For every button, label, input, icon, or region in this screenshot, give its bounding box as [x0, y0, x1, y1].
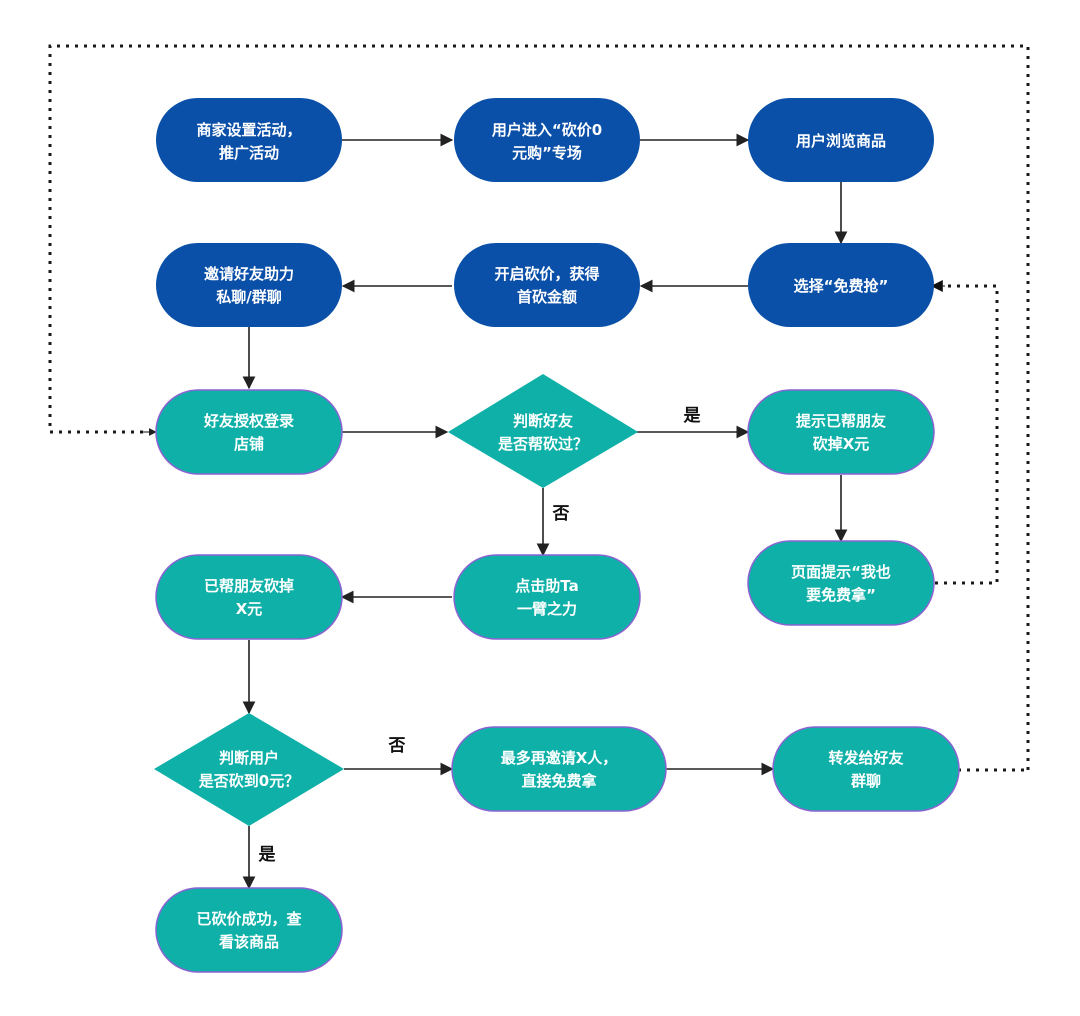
svg-text:已帮朋友砍掉: 已帮朋友砍掉 — [204, 577, 294, 595]
svg-text:最多再邀请X人，: 最多再邀请X人， — [501, 749, 618, 767]
svg-text:群聊: 群聊 — [851, 772, 881, 790]
svg-text:开启砍价，获得: 开启砍价，获得 — [494, 265, 599, 283]
svg-text:推广活动: 推广活动 — [219, 144, 279, 162]
svg-text:点击助Ta: 点击助Ta — [515, 577, 578, 595]
svg-text:判断用户: 判断用户 — [219, 749, 279, 767]
svg-text:提示已帮朋友: 提示已帮朋友 — [796, 412, 886, 430]
node-click-help: 点击助Ta 一臂之力 — [453, 554, 641, 640]
loop-edge-outer — [48, 44, 1030, 770]
svg-text:X元: X元 — [236, 600, 263, 618]
svg-text:直接免费拿: 直接免费拿 — [521, 772, 597, 790]
node-judge-friend: 判断好友 是否帮砍过？ — [448, 374, 638, 488]
svg-text:判断好友: 判断好友 — [513, 412, 573, 430]
svg-text:转发给好友: 转发给好友 — [828, 749, 903, 767]
node-forward: 转发给好友 群聊 — [772, 726, 960, 812]
node-friend-login: 好友授权登录 店铺 — [155, 389, 343, 475]
svg-text:好友授权登录: 好友授权登录 — [203, 412, 294, 430]
svg-text:首砍金额: 首砍金额 — [517, 288, 577, 306]
edge-label-yes-bottom: 是 — [259, 845, 276, 865]
node-invite-more: 最多再邀请X人， 直接免费拿 — [451, 726, 667, 812]
svg-text:店铺: 店铺 — [234, 435, 264, 453]
node-choose-free: 选择“免费抢” — [748, 243, 934, 327]
svg-text:邀请好友助力: 邀请好友助力 — [204, 265, 294, 283]
node-invite: 邀请好友助力 私聊/群聊 — [156, 243, 342, 327]
svg-text:是否帮砍过？: 是否帮砍过？ — [497, 435, 588, 453]
node-helped-cut: 已帮朋友砍掉 X元 — [155, 554, 343, 640]
node-page-hint: 页面提示“我也 要免费拿” — [747, 540, 935, 626]
loop-edge-page-hint-to-choose — [935, 284, 999, 585]
node-enter-zone: 用户进入“砍价0 元购”专场 — [454, 98, 640, 182]
edge-label-no-bottom: 否 — [388, 736, 406, 756]
svg-text:商家设置活动，: 商家设置活动， — [196, 121, 301, 139]
svg-text:看该商品: 看该商品 — [219, 933, 279, 951]
edge-label-no-top: 否 — [552, 504, 570, 524]
svg-text:已砍价成功，查: 已砍价成功，查 — [196, 910, 302, 928]
node-hint-helped: 提示已帮朋友 砍掉X元 — [747, 389, 935, 475]
node-start-bargain: 开启砍价，获得 首砍金额 — [454, 243, 640, 327]
svg-text:选择“免费抢”: 选择“免费抢” — [794, 277, 889, 295]
svg-text:元购”专场: 元购”专场 — [512, 144, 582, 162]
edge-label-yes-top: 是 — [684, 406, 701, 426]
svg-text:用户浏览商品: 用户浏览商品 — [796, 132, 886, 150]
svg-text:页面提示“我也: 页面提示“我也 — [791, 563, 891, 581]
node-success: 已砍价成功，查 看该商品 — [155, 887, 343, 973]
node-judge-user: 判断用户 是否砍到0元？ — [154, 713, 344, 826]
svg-text:要免费拿”: 要免费拿” — [806, 586, 876, 604]
svg-text:是否砍到0元？: 是否砍到0元？ — [198, 772, 299, 790]
node-merchant-setup: 商家设置活动， 推广活动 — [156, 98, 342, 182]
node-browse: 用户浏览商品 — [748, 98, 934, 182]
svg-text:一臂之力: 一臂之力 — [517, 600, 577, 618]
svg-text:砍掉X元: 砍掉X元 — [813, 435, 870, 453]
svg-text:用户进入“砍价0: 用户进入“砍价0 — [492, 121, 602, 139]
svg-text:私聊/群聊: 私聊/群聊 — [215, 288, 281, 306]
